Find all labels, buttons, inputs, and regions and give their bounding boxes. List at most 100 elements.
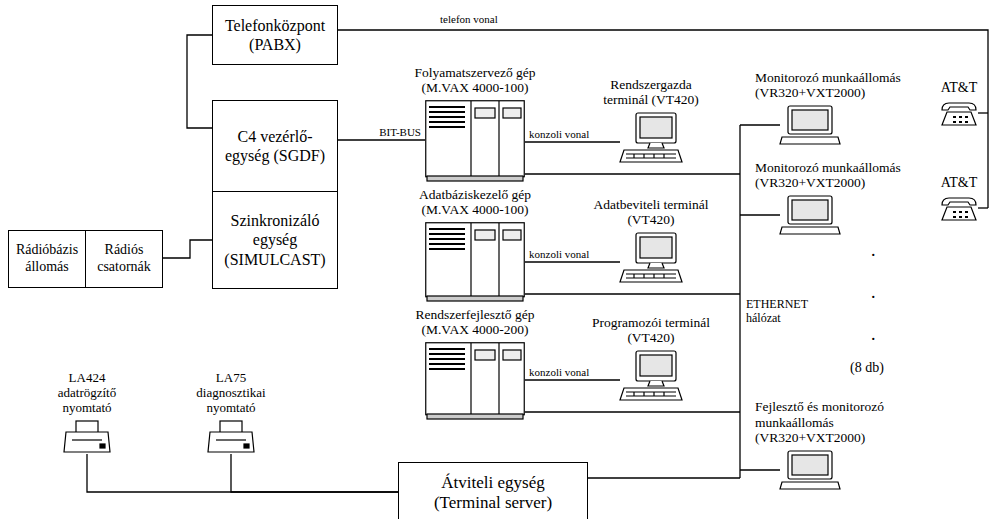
connector-line: [525, 261, 620, 262]
monitor-screen: [640, 117, 672, 138]
printer-body: [208, 432, 254, 452]
ethernet-stub: [588, 477, 740, 478]
box-label: Szinkronizáló egység (SIMULCAST): [219, 211, 331, 269]
pabx-box: Telefonközpont (PABX): [212, 5, 338, 65]
printer-paper: [76, 421, 98, 433]
phone-key: [953, 121, 956, 123]
ellipsis-dot: .: [871, 282, 876, 303]
node-heading: AT&T: [934, 175, 984, 191]
connector-label: konzoli vonal: [529, 128, 589, 141]
ethernet-stub: [740, 469, 780, 470]
workstation-symbol: [780, 195, 840, 235]
connector-line: [231, 454, 398, 492]
node-label: Programozói terminál (VT420): [591, 315, 711, 346]
node-heading: LA424 adatrögzítő nyomtató: [42, 371, 132, 416]
box-label: Rádiós csatornák: [89, 242, 159, 276]
cabinet-base: [427, 414, 523, 419]
terminal-symbol: [620, 232, 682, 284]
cabinet-divider: [498, 223, 499, 296]
workstation-icon: Monitorozó munkaállomás (VR320+VXT2000): [780, 195, 840, 235]
cabinet-slot: [429, 243, 465, 245]
cabinet-slot: [429, 363, 465, 365]
node-label: Adatbeviteli terminál (VT420): [591, 197, 711, 228]
node-label: Adatbáziskezelő gép (M.VAX 4000-100): [400, 187, 550, 218]
node-heading: Rendszerfejlesztő gép (M.VAX 4000-200): [400, 307, 550, 338]
workstation-icon: Fejlesztő és monitorozó munkaállomás (VR…: [780, 450, 840, 490]
phone-key: [953, 216, 956, 218]
cabinet-slot: [429, 238, 465, 240]
keyboard-key: [633, 392, 634, 396]
workstation-symbol: [780, 450, 840, 490]
monitor-case: [636, 351, 676, 381]
connector-line: [338, 139, 425, 140]
cabinet-divider: [498, 343, 499, 414]
cabinet-slot: [429, 348, 465, 350]
node-heading: Monitorozó munkaállomás (VR320+VXT2000): [755, 70, 925, 101]
cabinet-slot: [429, 121, 465, 123]
phone-symbol: [940, 195, 978, 221]
vax-computer: Adatbáziskezelő gép (M.VAX 4000-100): [425, 222, 525, 302]
controller-box: C4 vezérlő- egység (SGDF): [212, 100, 338, 192]
printer-icon: LA424 adatrögzítő nyomtató: [64, 420, 110, 454]
printer-symbol: [208, 420, 254, 454]
monitor-case: [788, 451, 832, 479]
phone-base: [942, 112, 976, 125]
cabinet-panel: [475, 350, 495, 360]
cabinet-slot: [429, 126, 465, 128]
cabinet-drawing: [426, 223, 525, 301]
node-label: Monitorozó munkaállomás (VR320+VXT2000): [755, 70, 925, 101]
connector-label: konzoli vonal: [529, 366, 589, 379]
monitor-screen: [640, 237, 672, 258]
phone-symbol: [940, 100, 978, 126]
terminal-symbol: [620, 350, 682, 402]
node-label: LA75 diagnosztikai nyomtató: [184, 371, 279, 416]
telephone-icon: AT&T: [940, 100, 978, 126]
terminal-symbol: [620, 112, 682, 164]
ellipsis-dot: .: [871, 240, 876, 261]
monitor-screen: [792, 200, 828, 220]
phone-key: [965, 211, 968, 213]
node-heading: Programozói terminál (VT420): [591, 315, 711, 346]
node-label: Rendszergazda terminál (VT420): [591, 77, 711, 108]
cabinet-drawing: [426, 343, 525, 419]
connector-label: konzoli vonal: [529, 248, 589, 261]
ethernet-bus: [739, 125, 740, 478]
workstation-drawing: [780, 196, 840, 234]
keyboard: [620, 150, 682, 162]
cabinet-slot: [429, 353, 465, 355]
cabinet-panel: [475, 230, 495, 240]
phone-key: [965, 121, 968, 123]
cabinet-slot: [429, 233, 465, 235]
phone-key: [953, 116, 956, 118]
keyboard-key: [633, 274, 634, 278]
workstation-base: [780, 482, 840, 489]
cabinet-slot: [429, 106, 465, 108]
printer-slot: [72, 439, 102, 440]
box-label: C4 vezérlő- egység (SGDF): [219, 127, 331, 165]
monitor-stand: [648, 263, 664, 268]
workstation-drawing: [780, 451, 840, 489]
keyboard-key: [663, 274, 664, 278]
line-label: telefon vonal: [440, 13, 498, 26]
cabinet-panel: [503, 350, 521, 360]
phone-key: [965, 216, 968, 218]
vt420-terminal: Adatbeviteli terminál (VT420): [620, 232, 682, 284]
keyboard-key: [663, 392, 664, 396]
monitor-screen: [640, 355, 672, 376]
telephone-line: [338, 30, 988, 208]
printer-symbol: [64, 420, 110, 454]
phone-base: [942, 207, 976, 220]
cabinet-divider: [470, 101, 471, 176]
node-heading: Monitorozó munkaállomás (VR320+VXT2000): [755, 160, 925, 191]
connector-line: [525, 379, 620, 380]
cabinet-body: [426, 223, 525, 297]
node-heading: Fejlesztő és monitorozó munkaállomás (VR…: [755, 399, 915, 446]
node-heading: Adatbeviteli terminál (VT420): [591, 197, 711, 228]
phone-key: [959, 211, 962, 213]
terminal-server-box: Átviteli egység (Terminal server): [398, 462, 588, 519]
count-label: (8 db): [850, 360, 884, 376]
node-heading: Adatbáziskezelő gép (M.VAX 4000-100): [400, 187, 550, 218]
workstation-symbol: [780, 105, 840, 145]
keyboard-key: [663, 154, 664, 158]
